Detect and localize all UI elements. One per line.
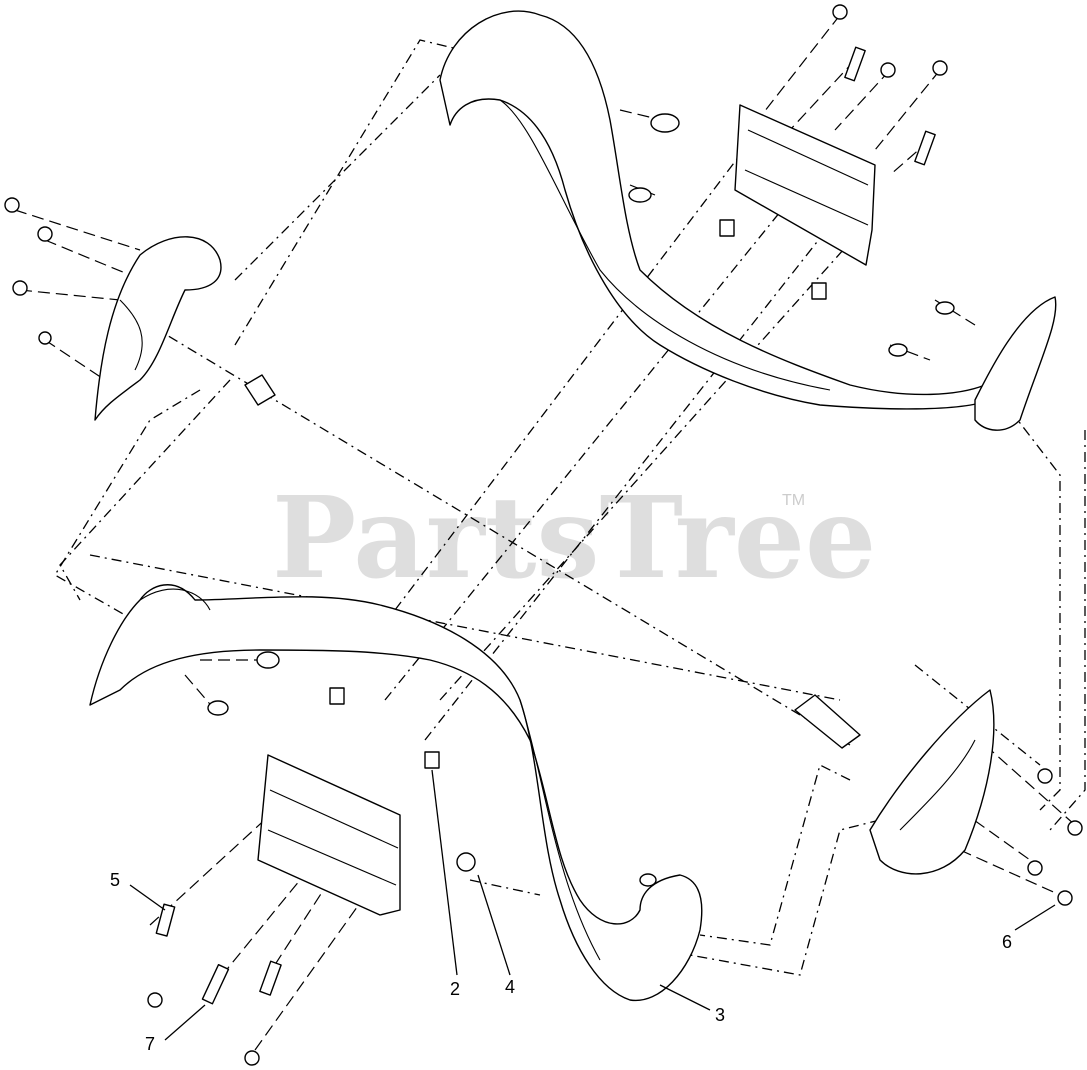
nut-icon [37,226,53,242]
flange-bolt-icon [639,873,657,887]
lower-rail [89,584,703,1002]
spacer-icon [329,687,345,705]
flange-bolt-icon [456,852,476,872]
parts-tree-watermark: PartsTree [272,473,876,604]
bolt-icon [201,963,230,1005]
nut-icon [1037,768,1053,784]
bolt-icon [914,130,936,166]
bolt-icon [844,46,866,82]
center-shaft [244,374,861,749]
bolt-icon [259,960,282,996]
callout-leaders [129,769,1056,1041]
lower-right-side-plate [869,689,995,875]
nut-icon [147,992,163,1008]
nut-icon [1057,890,1073,906]
nut-icon [932,60,948,76]
upper-rail [439,10,1057,431]
fastener-leader-lines [14,14,1076,1051]
nut-icon [4,197,20,213]
spacer-icon [719,219,735,237]
spacer-icon [811,282,827,300]
callout-6: 6 [1002,932,1012,952]
nut-icon [1027,860,1043,876]
trademark-symbol: TM [782,492,805,509]
flange-bolt-icon [256,651,280,669]
callout-7: 7 [145,1034,155,1054]
callout-2: 2 [450,979,460,999]
flange-bolt-icon [935,301,955,315]
hardware-fasteners [4,4,1083,1066]
nut-icon [832,4,848,20]
bolt-icon [155,903,176,937]
flange-bolt-icon [650,113,680,133]
upper-bracket-plate [734,104,876,266]
nut-icon [38,331,52,345]
callout-3: 3 [715,1005,725,1025]
flange-bolt-icon [888,343,908,357]
nut-icon [244,1050,260,1066]
callout-labels: 5 7 2 4 3 6 [110,870,1012,1054]
nut-icon [12,280,28,296]
nut-icon [1067,820,1083,836]
callout-5: 5 [110,870,120,890]
spacer-icon [424,751,440,769]
flange-bolt-icon [207,700,229,716]
nut-icon [880,62,896,78]
upper-left-side-plate [94,236,222,421]
callout-4: 4 [505,977,515,997]
flange-bolt-icon [628,187,652,203]
lower-bracket-plate [257,754,401,916]
